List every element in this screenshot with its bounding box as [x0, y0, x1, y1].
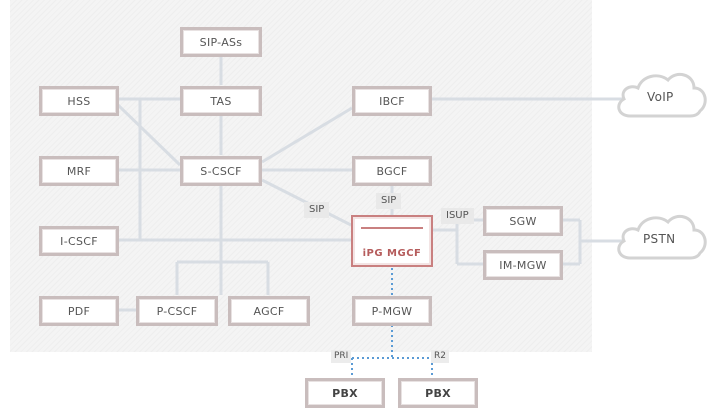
- protocol-label-sip-top: SIP: [376, 193, 402, 209]
- node-tas[interactable]: TAS: [180, 86, 262, 116]
- mgcf-label: iPG MGCF: [362, 248, 422, 259]
- protocol-label-sip-left: SIP: [304, 202, 330, 218]
- protocol-label-isup: ISUP: [441, 208, 474, 224]
- node-ibcf[interactable]: IBCF: [352, 86, 432, 116]
- link-scscf-ibcf: [261, 106, 353, 164]
- node-ipg-mgcf[interactable]: iPG MGCF: [351, 215, 433, 267]
- node-s-cscf[interactable]: S-CSCF: [180, 156, 262, 186]
- node-pdf[interactable]: PDF: [39, 296, 119, 326]
- node-mrf[interactable]: MRF: [39, 156, 119, 186]
- node-agcf[interactable]: AGCF: [228, 296, 310, 326]
- mgcf-header-bar: [361, 227, 423, 229]
- ims-core-area: [10, 0, 592, 352]
- node-im-mgw[interactable]: IM-MGW: [483, 250, 563, 280]
- node-i-cscf[interactable]: I-CSCF: [39, 226, 119, 256]
- pstn-cloud-label: PSTN: [643, 232, 676, 246]
- link-hss-scscf: [116, 103, 182, 167]
- node-hss[interactable]: HSS: [39, 86, 119, 116]
- node-p-mgw[interactable]: P-MGW: [352, 296, 432, 326]
- node-sip-ass[interactable]: SIP-ASs: [180, 27, 262, 57]
- node-p-cscf[interactable]: P-CSCF: [136, 296, 218, 326]
- voip-cloud-icon[interactable]: [612, 64, 712, 120]
- node-pbx-2[interactable]: PBX: [398, 378, 478, 408]
- interface-label-pri: PRI: [331, 350, 352, 363]
- interface-label-r2: R2: [431, 350, 449, 363]
- node-sgw[interactable]: SGW: [483, 206, 563, 236]
- pstn-cloud-icon[interactable]: [612, 206, 712, 262]
- node-pbx-1[interactable]: PBX: [305, 378, 385, 408]
- node-bgcf[interactable]: BGCF: [352, 156, 432, 186]
- voip-cloud-label: VoIP: [647, 90, 674, 104]
